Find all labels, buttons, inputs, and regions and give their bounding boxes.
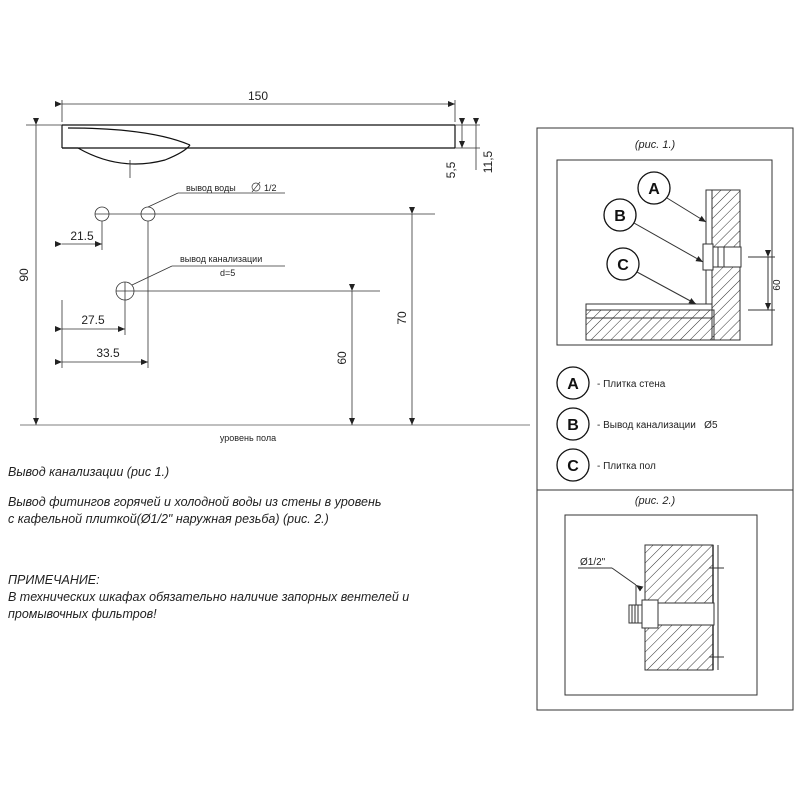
sewer-label-line1: вывод канализации: [180, 254, 262, 264]
diameter-symbol: [251, 182, 261, 192]
note-fittings-line1: Вывод фитингов горячей и холодной воды и…: [8, 495, 382, 509]
dim-label-150: 150: [248, 89, 268, 103]
fig2-pipe: [655, 602, 715, 626]
legend-a-text: - Плитка стена: [597, 379, 666, 390]
floor-tile: [585, 303, 713, 311]
legend-b: B - Вывод канализации Ø5: [556, 407, 718, 441]
dim-label-70: 70: [395, 311, 409, 325]
fig2-thread-label: Ø1/2": [580, 557, 606, 568]
note-sewer: Вывод канализации (рис 1.): [8, 465, 170, 479]
dim-label-60: 60: [335, 351, 349, 365]
svg-text:A: A: [567, 376, 579, 393]
fig2-frame: [564, 514, 758, 696]
floor-label: уровень пола: [220, 433, 276, 443]
dim-label-11-5: 11,5: [481, 150, 495, 173]
remark-title: ПРИМЕЧАНИЕ:: [8, 573, 100, 587]
svg-text:C: C: [617, 257, 629, 274]
dim-label-21-5: 21.5: [70, 229, 94, 243]
note-fittings-line2: с кафельной плиткой(Ø1/2" наружная резьб…: [8, 512, 329, 526]
legend-b-text: - Вывод канализации Ø5: [597, 420, 718, 431]
detail-panel-border: [536, 127, 794, 711]
svg-text:B: B: [567, 417, 579, 434]
floor-hatch: [585, 309, 715, 341]
fig1-marker-b: B: [603, 198, 637, 232]
svg-text:B: B: [614, 208, 626, 225]
main-drawing: 150 5,5 11,5 90 уровень пола: [17, 89, 530, 443]
sewer-label-line2: d=5: [220, 268, 235, 278]
dim-label-5-5: 5,5: [444, 161, 458, 178]
sewer-pipe: [712, 246, 742, 268]
dim-label-27-5: 27.5: [81, 313, 105, 327]
fig1-dim-60: 60: [772, 279, 783, 291]
remark-line2: промывочных фильтров!: [8, 607, 157, 621]
remark-line1: В технических шкафах обязательно наличие…: [8, 590, 410, 604]
legend-c-text: - Плитка пол: [597, 461, 656, 472]
water-outlet-label: вывод воды: [186, 183, 236, 193]
dim-label-90: 90: [17, 268, 31, 282]
fig1-marker-c: C: [606, 247, 640, 281]
legend-a: A - Плитка стена: [556, 366, 666, 400]
sewer-pipe-flange: [702, 243, 714, 271]
svg-text:A: A: [648, 181, 660, 198]
fig2-fitting: [641, 599, 659, 629]
dim-label-33-5: 33.5: [96, 346, 120, 360]
water-outlet-size: 1/2: [264, 183, 277, 193]
legend-c: C - Плитка пол: [556, 448, 656, 482]
detail-panel: (рис. 1.) 60 A B C: [536, 127, 794, 711]
fig1-caption: (рис. 1.): [635, 139, 676, 151]
svg-text:C: C: [567, 458, 579, 475]
note-fittings: Вывод фитингов горячей и холодной воды и…: [8, 494, 508, 528]
fig1-frame: [556, 159, 773, 346]
fig2-caption: (рис. 2.): [635, 495, 676, 507]
note-remark: ПРИМЕЧАНИЕ: В технических шкафах обязате…: [8, 572, 508, 623]
washbasin-profile: [61, 124, 456, 165]
fig1-marker-a: A: [637, 171, 671, 205]
